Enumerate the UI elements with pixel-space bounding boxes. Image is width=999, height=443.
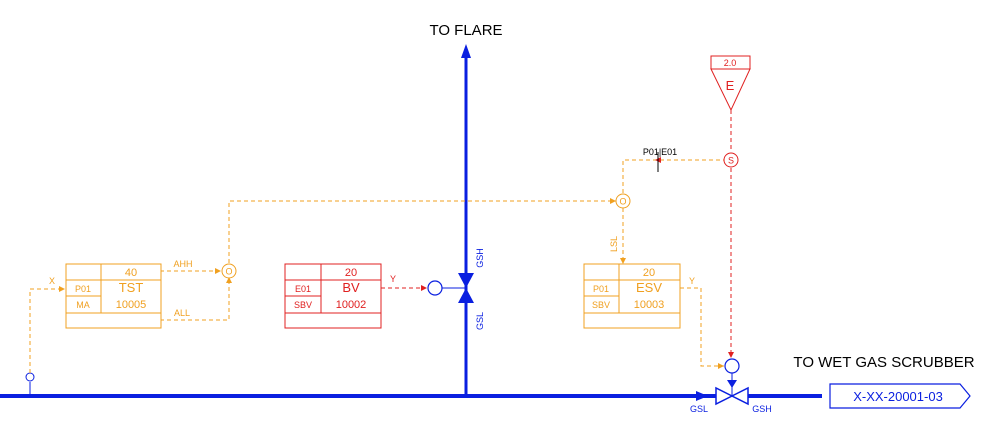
p01e01-signal-line [622,159,724,193]
o-to-o-line [228,200,616,263]
bv-number: 20 [345,267,357,279]
e-trigger-triangle [710,68,751,112]
o-logic-letter-top: O [619,197,626,207]
e-trigger-letter: E [726,78,735,93]
esv-valve-symbol[interactable] [715,358,749,406]
esv-valve-right [730,386,749,406]
tst-number: 40 [125,267,137,279]
gsl-bottom-label: GSL [690,404,708,414]
bv-type: BV [342,280,360,295]
lsl-signal-label: LSL [609,236,619,252]
tst-type: TST [119,280,144,295]
lsl-signal-arrow [620,258,626,264]
o-to-o-arrow [610,198,616,204]
to-flare-label: TO FLARE [429,22,502,39]
esv-actuator-arrow [727,380,737,388]
o-logic-circle-left[interactable] [221,263,237,279]
o-logic-letter-left: O [225,267,232,277]
bv-y-signal-label: Y [390,274,396,284]
bv-valve-upper [458,273,474,288]
ahh-signal-arrow [215,268,221,274]
flare-arrow-head [461,44,471,58]
esv-code-1: P01 [593,284,609,294]
bv-code-1: E01 [295,284,311,294]
gsl-vertical-label: GSL [475,312,485,330]
esv-valve-left [715,386,734,406]
esv-type: ESV [636,280,662,295]
all-signal-label: ALL [174,308,190,318]
to-wet-gas-scrubber-label: TO WET GAS SCRUBBER [793,354,974,371]
all-signal-arrow [226,277,232,283]
ahh-signal-label: AHH [173,259,192,269]
e-trigger-value: 2.0 [724,58,737,68]
s-to-esv-arrow [728,352,734,358]
gsh-vertical-label: GSH [475,248,485,268]
bv-valve-lower [458,288,474,303]
esv-code-2: SBV [592,300,610,310]
all-signal-line [160,282,230,321]
e-trigger-symbol[interactable]: 2.0 E [710,55,751,112]
x-signal-label: X [49,276,55,286]
esv-number: 20 [643,267,655,279]
esv-actuator-circle [724,358,740,374]
bv-actuator-circle [427,280,443,296]
p01e01-label: P01|E01 [643,147,677,157]
bv-block[interactable]: 20 BV 10002 E01 SBV [284,263,382,329]
bv-y-signal-arrow [421,285,427,291]
sample-tap-circle[interactable] [25,372,35,382]
esv-y-signal-label: Y [689,276,695,286]
offpage-connector[interactable]: X-XX-20001-03 [829,383,971,409]
tst-block[interactable]: 40 TST 10005 P01 MA [65,263,162,329]
offpage-connector-shape [829,383,971,409]
esv-block[interactable]: 20 ESV 10003 P01 SBV [583,263,681,329]
red-signal-lines [381,110,732,352]
tst-code-1: P01 [75,284,91,294]
tst-id: 10005 [116,299,147,311]
gsh-bottom-label: GSH [752,404,772,414]
outlet-arrow-head [696,391,708,401]
orange-signal-lines [29,159,724,373]
s-logic-circle[interactable] [723,152,739,168]
esv-y-signal-arrow [718,363,724,369]
bv-id: 10002 [336,299,367,311]
s-logic-letter: S [728,156,734,166]
x-signal-arrow [59,286,65,292]
o-logic-circle-top[interactable] [615,193,631,209]
esv-id: 10003 [634,299,665,311]
process-lines [0,56,822,398]
offpage-tag: X-XX-20001-03 [853,389,943,404]
bv-valve-symbol[interactable] [427,273,474,303]
esv-y-signal-line [680,287,724,367]
bv-code-2: SBV [294,300,312,310]
x-signal-line [29,288,60,373]
tst-code-2: MA [76,300,90,310]
